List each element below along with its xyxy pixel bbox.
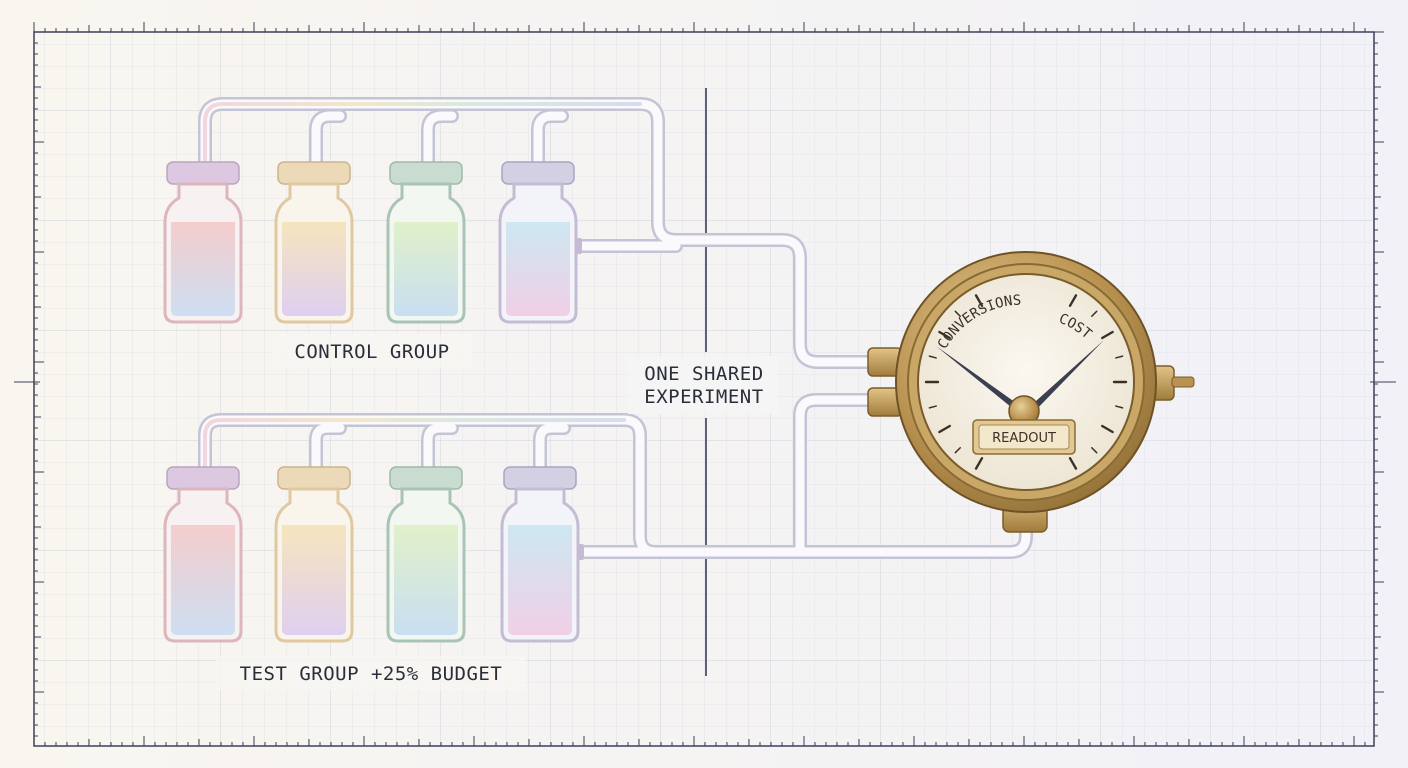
gauge-tick: [938, 330, 951, 340]
control-bottle-4: [498, 161, 582, 324]
control-bottles: [163, 161, 582, 324]
gauge-tick: [1101, 330, 1114, 340]
gauge-tick: [954, 310, 961, 317]
gauge-tick: [928, 355, 937, 359]
control-bottle-1: [163, 161, 243, 324]
shared-experiment-label-line2: EXPERIMENT: [644, 386, 763, 408]
gauge-needle-cost: [1026, 340, 1104, 416]
gauge-tick: [974, 294, 984, 307]
gauge-tick: [1068, 457, 1078, 470]
grid-frame: [33, 31, 1375, 747]
control-tubes: [198, 97, 879, 369]
gauge-tick: [954, 447, 961, 454]
gauge-tick: [1091, 310, 1098, 317]
test-group-label: TEST GROUP +25% BUDGET: [240, 663, 503, 685]
gauge-tick: [1115, 355, 1124, 359]
gauge-tick: [1068, 294, 1078, 307]
test-tubes: [198, 393, 1033, 559]
test-bottle-1: [163, 466, 243, 643]
gauge-tick: [1101, 424, 1114, 434]
test-bottles: [163, 466, 584, 643]
gauge-tick: [928, 405, 937, 409]
gauge-tick: [1115, 405, 1124, 409]
gauge-needle-conversions: [936, 346, 1026, 416]
test-bottle-3: [386, 466, 466, 643]
gauge-tick: [938, 424, 951, 434]
control-group-label: CONTROL GROUP: [294, 341, 449, 363]
test-bottle-2: [274, 466, 354, 643]
control-bottle-3: [386, 161, 466, 324]
gauge-face: [917, 273, 1135, 491]
gauge-tick: [974, 457, 984, 470]
readout-label: READOUT: [992, 431, 1056, 446]
shared-experiment-label-line1: ONE SHARED: [644, 363, 763, 385]
control-bottle-2: [274, 161, 354, 324]
test-bottle-4: [500, 466, 584, 643]
gauge: CONVERSIONS COST READOUT: [867, 251, 1195, 533]
gauge-tick: [1091, 447, 1098, 454]
